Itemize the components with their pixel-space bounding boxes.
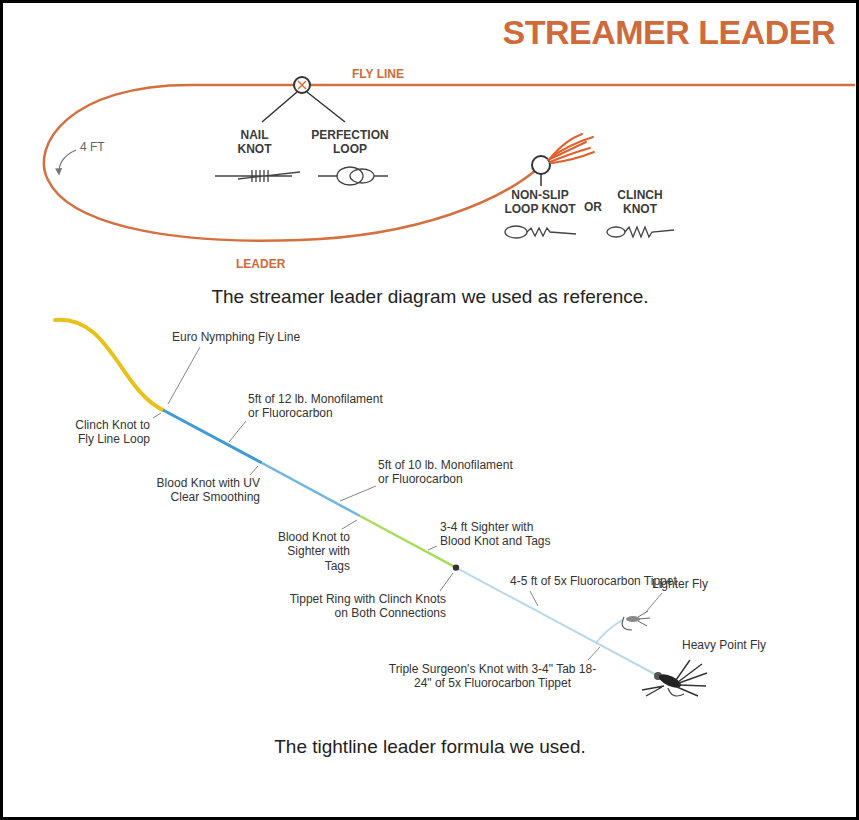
fly-line-leader	[44, 85, 855, 241]
caption: The streamer leader diagram we used as r…	[30, 286, 830, 309]
connector-word: OR	[584, 200, 602, 214]
euro-fly-line	[55, 320, 163, 410]
line-label: LEADER	[236, 257, 285, 271]
lighter-fly	[622, 611, 650, 630]
nail-knot-icon	[215, 170, 300, 182]
clinch-knot-icon	[607, 227, 674, 237]
knot-label: CLINCH KNOT	[614, 188, 666, 217]
pointer-line	[540, 174, 542, 186]
knot-label: PERFECTION LOOP	[309, 128, 391, 157]
streamer-fly	[548, 134, 594, 163]
non-slip-loop-icon	[505, 226, 576, 238]
tippet-ring	[453, 564, 459, 570]
diagram-title: STREAMER LEADER	[502, 12, 835, 53]
callout: 4-5 ft of 5x Fluorocarbon Tippet	[510, 574, 677, 588]
callout: Triple Surgeon's Knot with 3-4" Tab 18-2…	[385, 662, 600, 691]
callout: Blood Knot with UV Clear Smoothing	[140, 476, 260, 505]
junction-circle	[294, 77, 310, 93]
pointer-lines	[262, 92, 345, 122]
callout: 3-4 ft Sighter with Blood Knot and Tags	[440, 520, 556, 549]
fly-circle	[532, 156, 550, 174]
callout: Clinch Knot to Fly Line Loop	[62, 418, 150, 447]
perfection-loop-icon	[318, 167, 388, 185]
caption: The tightline leader formula we used.	[30, 736, 830, 759]
line-label: FLY LINE	[352, 67, 404, 81]
callout: Heavy Point Fly	[682, 638, 766, 652]
callout: Euro Nymphing Fly Line	[172, 330, 300, 344]
length-label: 4 FT	[80, 140, 105, 154]
length-arrow	[59, 150, 76, 174]
junction-mark	[298, 81, 306, 89]
dropper-tab	[596, 620, 622, 643]
callout: Lighter Fly	[652, 577, 708, 591]
heavy-point-fly	[642, 660, 707, 696]
callout: 5ft of 12 lb. Monofilament or Fluorocarb…	[248, 392, 390, 421]
callout: 5ft of 10 lb. Monofilament or Fluorocarb…	[378, 458, 520, 487]
butt-section	[163, 410, 262, 463]
callout: Blood Knot to Sighter with Tags	[262, 530, 350, 573]
knot-label: NAIL KNOT	[232, 128, 277, 157]
callout: Tippet Ring with Clinch Knots on Both Co…	[288, 592, 446, 621]
knot-label: NON-SLIP LOOP KNOT	[500, 188, 580, 217]
mid-section	[262, 463, 360, 516]
